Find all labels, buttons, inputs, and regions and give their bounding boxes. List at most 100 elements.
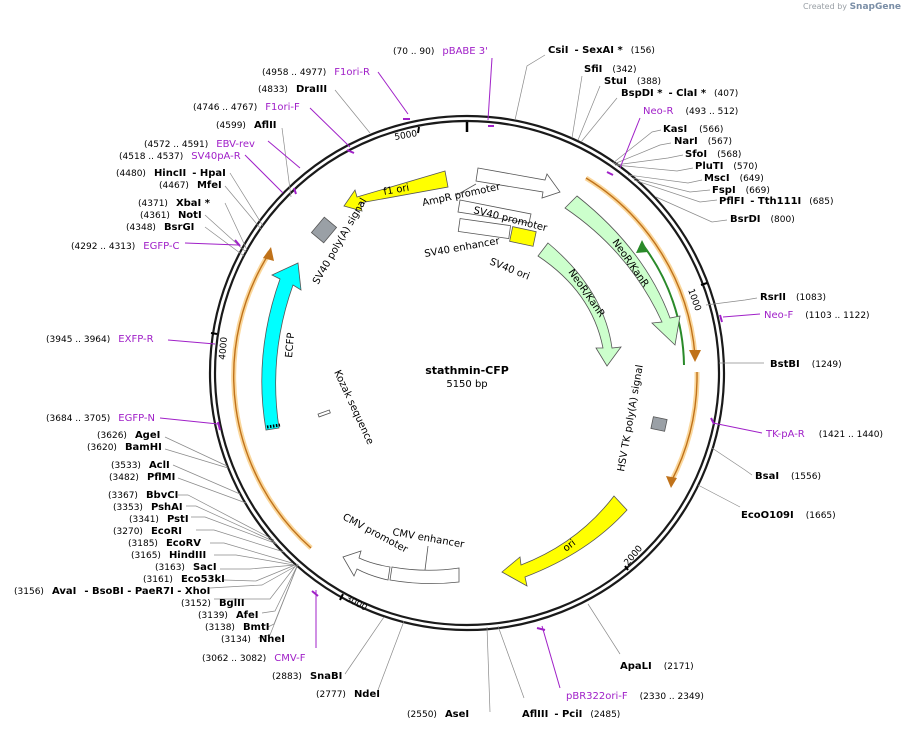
- tk-orange-arrowhead: [666, 476, 677, 488]
- site-label-nhei: (3134)NheI: [221, 634, 285, 645]
- site-leaders: [164, 54, 764, 713]
- site-label-bspdi: BspDI *- ClaI *(407): [621, 88, 738, 99]
- site-label-aflii: (4599)AflII: [216, 120, 277, 131]
- neor-green-arc: [642, 244, 685, 366]
- site-label-pflmi: (3482)PflMI: [109, 472, 175, 483]
- kozak-sequence-mark: [317, 409, 331, 418]
- site-label-mfei: (4467)MfeI: [159, 180, 222, 191]
- site-label-afei: (3139)AfeI: [198, 610, 259, 621]
- site-label-psti: (3341)PstI: [129, 514, 189, 525]
- site-label-apali: ApaLI(2171): [620, 661, 694, 672]
- sv40-ori-box: [509, 226, 537, 247]
- primer-label-tk-pa-r: TK-pA-R(1421 .. 1440): [765, 429, 883, 440]
- site-label-bstbi: BstBI(1249): [770, 359, 842, 370]
- neor-outer-arc-core: [585, 177, 696, 356]
- site-label-csii: CsiI- SexAI *(156): [548, 45, 655, 56]
- primer-label-ebv-rev: (4572 .. 4591)EBV-rev: [144, 139, 255, 150]
- site-label-avai: (3156)AvaI- BsoBI - PaeR7I - XhoI: [14, 586, 210, 597]
- site-label-hindiii: (3165)HindIII: [131, 550, 206, 561]
- site-label-hincii: (4480)HincII- HpaI: [116, 168, 226, 179]
- site-label-sfii: SfiI(342): [584, 64, 637, 75]
- primer-leaders: [159, 57, 763, 689]
- site-label-nari: NarI(567): [674, 136, 732, 147]
- site-label-ecori: (3270)EcoRI: [113, 526, 182, 537]
- sv40-ori-label: SV40 ori: [488, 257, 531, 283]
- neor-orange-arrowhead: [689, 350, 701, 362]
- site-label-afliii: AflIII- PciI(2485): [522, 709, 620, 720]
- ampr-promoter-leader: [454, 183, 477, 197]
- ecfp-arrow: [261, 262, 302, 431]
- primer-label-sv40pa-r: (4518 .. 4537)SV40pA-R: [119, 151, 241, 162]
- site-label-bbvci: (3367)BbvCI: [108, 490, 178, 501]
- site-label-acli: (3533)AclI: [111, 460, 170, 471]
- site-label-ndei: (2777)NdeI: [316, 689, 380, 700]
- primer-label-pbr322ori-f: pBR322ori-F(2330 .. 2349): [566, 691, 704, 702]
- site-label-rsrii: RsrII(1083): [760, 292, 826, 303]
- site-label-msci: MscI(649): [704, 173, 764, 184]
- site-label-saci: (3163)SacI: [155, 562, 217, 573]
- ampr-promoter-arrow: [475, 167, 561, 199]
- primer-label-f1ori-f: (4746 .. 4767)F1ori-F: [193, 102, 300, 113]
- ori-arrow: [501, 495, 628, 587]
- site-label-agei: (3626)AgeI: [97, 430, 160, 441]
- plasmid-size: 5150 bp: [446, 379, 487, 390]
- outer-feature-arcs: [231, 175, 701, 550]
- cmv-enhancer-box: [389, 566, 460, 584]
- primer-label-egfp-c: (4292 .. 4313)EGFP-C: [71, 241, 180, 252]
- primer-label-egfp-n: (3684 .. 3705)EGFP-N: [46, 413, 155, 424]
- f1-ori-arrow: [343, 170, 449, 212]
- neor-kanr-inner-arrow: [537, 242, 622, 367]
- site-label-asei: (2550)AseI: [407, 709, 469, 720]
- tick-mark-1000: [700, 282, 708, 286]
- tick-mark-3000: [339, 593, 344, 601]
- site-label-pshai: (3353)PshAI: [113, 502, 183, 513]
- sv40-polya-box: [310, 216, 338, 244]
- site-labels: CsiI- SexAI *(156) SfiI(342) StuI(388) B…: [14, 45, 842, 720]
- primer-label-neo-r: Neo-R(493 .. 512): [643, 106, 738, 117]
- sv40-polya-label: SV40 poly(A) signal: [311, 196, 369, 286]
- ecfp-label: ECFP: [284, 332, 297, 358]
- site-label-ecorv: (3185)EcoRV: [128, 538, 201, 549]
- backbone-inner-ring: [213, 119, 721, 627]
- neor-kanr-inner-label: NeoR/KanR: [566, 267, 607, 319]
- hsv-tk-polya-label: HSV TK poly(A) signal: [616, 364, 646, 473]
- ecfp-hatch: [266, 423, 281, 429]
- site-label-snabi: (2883)SnaBI: [272, 671, 342, 682]
- site-label-bsrdi: BsrDI(800): [730, 214, 795, 225]
- site-label-pluti: PluTI(570): [695, 161, 758, 172]
- site-label-xbai: (4371)XbaI *: [138, 198, 211, 209]
- site-label-pflfi: PflFI- Tth111I(685): [719, 196, 833, 207]
- primer-label-pbabe3: (70 .. 90)pBABE 3': [393, 46, 488, 57]
- hsv-tk-polya-box: [650, 416, 668, 432]
- primer-label-cmv-f: (3062 .. 3082)CMV-F: [202, 653, 306, 664]
- neor-green-arrowhead: [636, 240, 648, 253]
- site-label-fspi: FspI(669): [712, 185, 770, 196]
- site-label-bsrgi: (4348)BsrGI: [126, 222, 194, 233]
- site-label-noti: (4361)NotI: [140, 210, 202, 221]
- created-by-text: Created by: [803, 2, 848, 11]
- tk-outer-arc-core: [670, 371, 698, 483]
- site-label-bmti: (3138)BmtI: [205, 622, 269, 633]
- primer-label-exfp-r: (3945 .. 3964)EXFP-R: [46, 334, 154, 345]
- f1-ori-label: f1 ori: [383, 183, 411, 198]
- kozak-sequence-label: Kozak sequence: [331, 369, 375, 447]
- tick-mark-4000: [210, 332, 218, 335]
- site-label-sfoi: SfoI(568): [685, 149, 741, 160]
- site-label-stui: StuI(388): [604, 76, 661, 87]
- tk-outer-arc: [668, 371, 700, 484]
- site-label-ecoo109i: EcoO109I(1665): [741, 510, 836, 521]
- site-label-kasi: KasI(566): [663, 124, 723, 135]
- tick-mark-5000: [417, 126, 420, 134]
- primer-label-f1ori-r: (4958 .. 4977)F1ori-R: [262, 67, 370, 78]
- snapgene-logo: SnapGene: [849, 2, 901, 12]
- tick-label-3000: 3000: [344, 594, 369, 614]
- egfp-orange-arrowhead: [263, 247, 274, 261]
- tick-label-4000: 4000: [218, 336, 230, 360]
- plasmid-name: stathmin-CFP: [425, 364, 509, 377]
- sv40-enhancer-box: [457, 218, 512, 240]
- site-label-bamhi: (3620)BamHI: [87, 442, 162, 453]
- primer-label-neo-f: Neo-F(1103 .. 1122): [764, 310, 870, 321]
- tick-mark-2000: [624, 565, 629, 571]
- sv40-promoter-arrow: [457, 199, 532, 224]
